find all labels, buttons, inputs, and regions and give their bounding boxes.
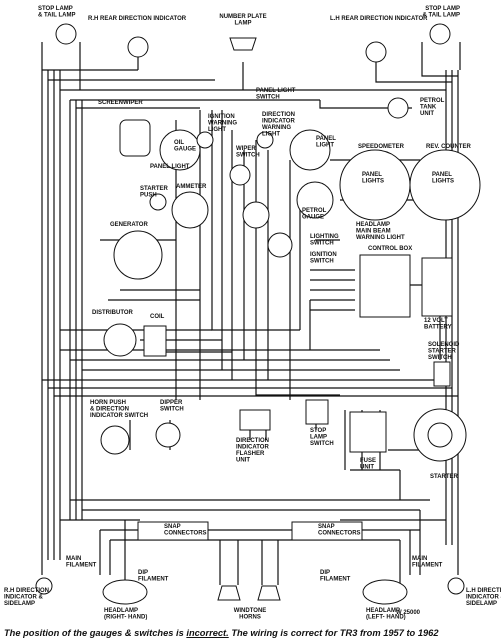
rh-front-indicator-lamp	[35, 577, 53, 595]
label-headlamp-lh: HEADLAMP(LEFT- HAND)	[366, 608, 406, 621]
label-stop-tail-right: STOP LAMP& TAIL LAMP	[423, 6, 460, 19]
windtone-horn-2	[257, 585, 281, 601]
petrol-gauge	[296, 181, 334, 219]
panel-light-right	[289, 129, 331, 171]
rh-rear-indicator-lamp	[127, 36, 149, 58]
oil-gauge	[159, 129, 201, 171]
label-ref: W 25000	[396, 610, 421, 616]
caption-underlined: incorrect.	[186, 628, 229, 638]
starter-hub	[427, 422, 453, 448]
control-box	[359, 254, 411, 318]
lamps	[35, 23, 465, 605]
stop-tail-lamp-left	[55, 23, 77, 45]
speedometer	[339, 149, 411, 221]
wiring-harness	[41, 42, 461, 585]
lh-front-indicator-lamp	[447, 577, 465, 595]
windtone-horn-1	[217, 585, 241, 601]
rev-counter	[409, 149, 481, 221]
label-distributor: DISTRIBUTOR	[92, 310, 134, 316]
battery	[421, 257, 453, 317]
ammeter	[171, 191, 209, 229]
label-control-box: CONTROL BOX	[368, 246, 412, 252]
distributor	[103, 323, 137, 357]
stop-tail-lamp-right	[429, 23, 451, 45]
label-rh-rear-indicator: R.H REAR DIRECTION INDICATOR	[88, 16, 187, 22]
flasher-unit	[239, 409, 271, 431]
headlamp-rh	[102, 579, 148, 605]
petrol-tank-unit	[387, 97, 409, 119]
screenwiper-motor	[119, 119, 151, 157]
label-starter: STARTER	[430, 474, 459, 480]
label-screenwiper: SCREENWIPER	[98, 100, 143, 106]
stop-lamp-switch	[305, 399, 329, 425]
headlamp-lh	[362, 579, 408, 605]
caption-part1: The position of the gauges & switches is	[4, 628, 187, 638]
fuse-unit	[349, 411, 387, 453]
ignition-warning-light	[196, 131, 214, 149]
horn-push-switch	[100, 425, 130, 455]
number-plate-lamp	[229, 37, 257, 51]
caption-part2: The wiring is correct for TR3 from 1957 …	[228, 628, 439, 638]
coil	[143, 325, 167, 357]
solenoid-starter-switch	[433, 361, 451, 387]
label-speedometer: SPEEDOMETER	[358, 144, 405, 150]
snap-connectors-right	[291, 521, 363, 541]
caption: The position of the gauges & switches is…	[0, 626, 501, 640]
label-headlamp-rh: HEADLAMP(RIGHT- HAND)	[104, 608, 147, 621]
label-panel-light-l: PANEL LIGHT	[150, 164, 190, 170]
starter-push	[149, 193, 167, 211]
ignition-switch	[267, 232, 293, 258]
generator	[113, 230, 163, 280]
direction-warning-light	[256, 131, 274, 149]
component-labels: STOP LAMP& TAIL LAMP R.H REAR DIRECTION I…	[4, 6, 501, 621]
label-stop-tail-left: STOP LAMP& TAIL LAMP	[38, 6, 75, 19]
label-generator: GENERATOR	[110, 222, 148, 228]
label-lh-rear-indicator: L.H REAR DIRECTION INDICATOR	[330, 16, 428, 22]
wiper-switch	[229, 164, 251, 186]
label-coil: COIL	[150, 314, 165, 320]
lh-rear-indicator-lamp	[365, 41, 387, 63]
snap-connectors-left	[137, 521, 209, 541]
lighting-switch	[242, 201, 270, 229]
label-rev-counter: REV. COUNTER	[426, 144, 471, 150]
instruments	[100, 97, 481, 541]
label-ammeter: AMMETER	[176, 184, 207, 190]
dipper-switch	[155, 422, 181, 448]
